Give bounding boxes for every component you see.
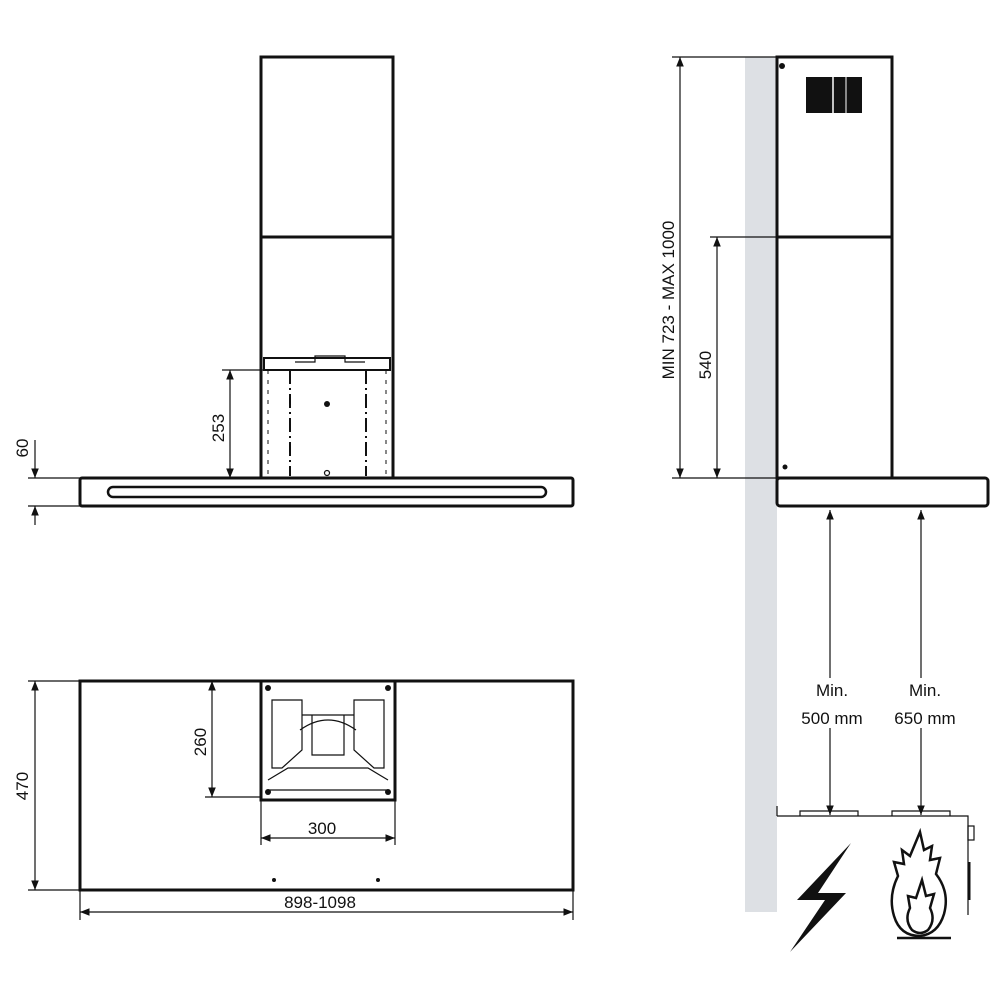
dim-60: 60	[13, 439, 80, 525]
svg-text:540: 540	[696, 351, 715, 379]
dim-300: 300	[260, 800, 396, 845]
flame-icon	[890, 827, 951, 940]
chimney	[259, 55, 395, 480]
svg-text:253: 253	[209, 414, 228, 442]
dim-width: 898-1098	[79, 890, 574, 920]
top-view: 470 260 300 898-1098	[13, 679, 575, 920]
svg-text:470: 470	[13, 772, 32, 800]
canopy	[78, 476, 575, 508]
svg-text:300: 300	[308, 819, 336, 838]
front-view: 60 253	[13, 55, 575, 525]
dim-total-height: MIN 723 - MAX 1000	[659, 56, 777, 479]
svg-text:Min.: Min.	[909, 681, 941, 700]
cooktop	[776, 806, 975, 915]
dim-260: 260	[191, 681, 261, 798]
svg-text:MIN 723 - MAX 1000: MIN 723 - MAX 1000	[659, 221, 678, 380]
svg-text:500 mm: 500 mm	[801, 709, 862, 728]
side-view: MIN 723 - MAX 1000 540 Min. 500 mm Min. …	[659, 55, 990, 952]
mounting-bracket	[263, 355, 391, 477]
dim-470: 470	[13, 680, 80, 891]
canopy-side	[775, 476, 990, 508]
lightning-bolt-icon	[790, 843, 851, 952]
svg-text:60: 60	[13, 439, 32, 458]
wall	[745, 57, 777, 912]
svg-text:260: 260	[191, 728, 210, 756]
motor-housing	[259, 679, 397, 802]
svg-text:Min.: Min.	[816, 681, 848, 700]
dim-electric-min: Min. 500 mm	[801, 510, 863, 815]
chimney-side	[775, 55, 894, 480]
dim-540: 540	[696, 236, 777, 478]
vent-grille	[806, 77, 862, 113]
dim-253: 253	[209, 369, 264, 478]
svg-text:898-1098: 898-1098	[284, 893, 356, 912]
dim-gas-min: Min. 650 mm	[894, 510, 956, 815]
svg-text:650 mm: 650 mm	[894, 709, 955, 728]
